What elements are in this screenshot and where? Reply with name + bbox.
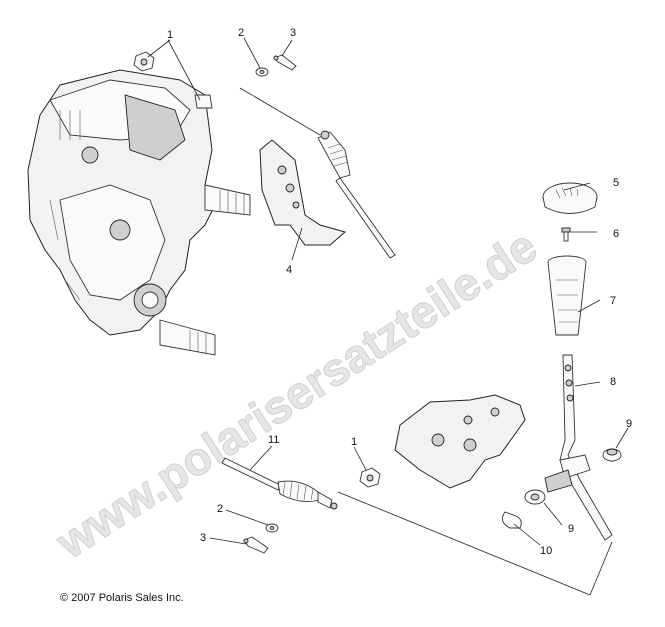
transmission-drawing [27, 69, 251, 356]
callout-3-lower: 3 [200, 532, 206, 544]
callout-1-top: 1 [167, 29, 173, 41]
leader-lines [147, 37, 629, 596]
callout-labels: 1 2 3 4 5 6 7 8 9 9 10 11 1 2 3 [167, 27, 632, 557]
callout-3-top: 3 [290, 27, 296, 39]
washer-upper-drawing [255, 67, 269, 77]
retaining-clip-drawing [501, 511, 522, 529]
callout-9-lower: 9 [568, 523, 574, 535]
lower-shift-cable-drawing [221, 457, 338, 510]
callout-9-right: 9 [626, 418, 632, 430]
pin-upper-drawing [273, 54, 297, 71]
nut-lower-drawing [359, 467, 381, 488]
shift-knob-drawing [542, 182, 598, 214]
callout-2-lower: 2 [217, 503, 223, 515]
bushing-right-drawing [602, 448, 622, 462]
callout-1-lower: 1 [351, 436, 357, 448]
callout-2-top: 2 [238, 27, 244, 39]
washer-lower-drawing [265, 523, 279, 533]
nut-upper-drawing [133, 51, 155, 72]
shift-lever-drawing [544, 354, 613, 541]
copyright-text: © 2007 Polaris Sales Inc. [60, 592, 184, 604]
lower-mount-bracket-drawing [394, 394, 526, 489]
callout-4: 4 [286, 264, 292, 276]
shift-boot-drawing [547, 255, 587, 336]
callout-11: 11 [268, 434, 279, 446]
callout-10: 10 [540, 545, 552, 557]
bushing-lower-drawing [524, 489, 546, 505]
shift-bracket-drawing [259, 139, 347, 246]
upper-shift-cable-drawing [239, 87, 396, 259]
callout-6: 6 [613, 228, 619, 240]
callout-7: 7 [610, 295, 616, 307]
callout-8: 8 [610, 376, 616, 388]
knob-screw-drawing [561, 227, 571, 242]
pin-lower-drawing [243, 536, 269, 554]
callout-5: 5 [613, 177, 619, 189]
